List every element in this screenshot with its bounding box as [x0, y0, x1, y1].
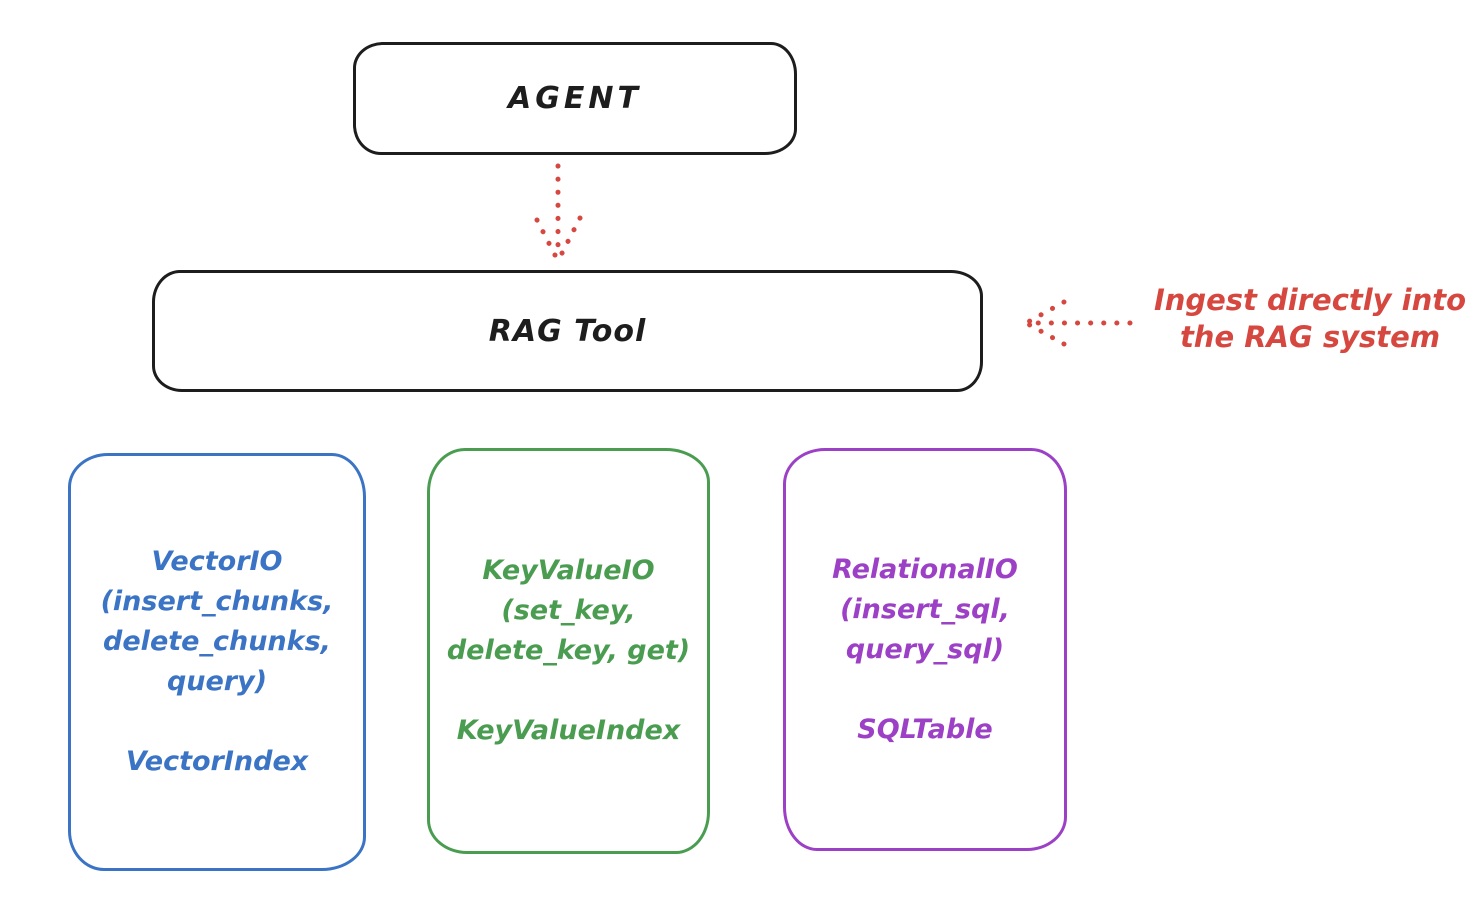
rag-tool-box: RAG Tool	[152, 270, 983, 392]
relational-io-methods-line2: query_sql)	[845, 633, 1005, 665]
vector-io-methods-line2: delete_chunks,	[103, 626, 331, 657]
keyvalue-io-methods-line1: (set_key,	[501, 595, 636, 626]
vector-io-methods-line3: query)	[166, 666, 268, 697]
vector-io-box: VectorIO (insert_chunks, delete_chunks, …	[68, 453, 366, 871]
rag-tool-label: RAG Tool	[488, 313, 647, 349]
keyvalue-io-methods-line2: delete_key, get)	[446, 635, 691, 666]
ingest-annotation-line1: Ingest directly into	[1153, 283, 1467, 317]
keyvalue-io-title: KeyValueIO	[482, 555, 655, 586]
sql-table-label: SQLTable	[857, 713, 993, 745]
relational-io-box: RelationalIO (insert_sql, query_sql) SQL…	[783, 448, 1067, 851]
keyvalue-io-box: KeyValueIO (set_key, delete_key, get) Ke…	[427, 448, 710, 854]
keyvalue-index-label: KeyValueIndex	[456, 715, 681, 746]
vector-io-methods-line1: (insert_chunks,	[100, 586, 334, 617]
ingest-to-rag-arrow	[1025, 299, 1133, 347]
agent-label: AGENT	[508, 81, 642, 116]
vector-io-title: VectorIO	[151, 546, 283, 577]
agent-to-rag-arrow	[534, 163, 583, 260]
ingest-annotation-line2: the RAG system	[1179, 320, 1441, 354]
agent-box: AGENT	[353, 42, 797, 155]
ingest-annotation: Ingest directly into the RAG system	[1140, 282, 1480, 356]
relational-io-methods-line1: (insert_sql,	[840, 593, 1010, 625]
relational-io-title: RelationalIO	[832, 553, 1018, 585]
vector-index-label: VectorIndex	[125, 746, 309, 777]
